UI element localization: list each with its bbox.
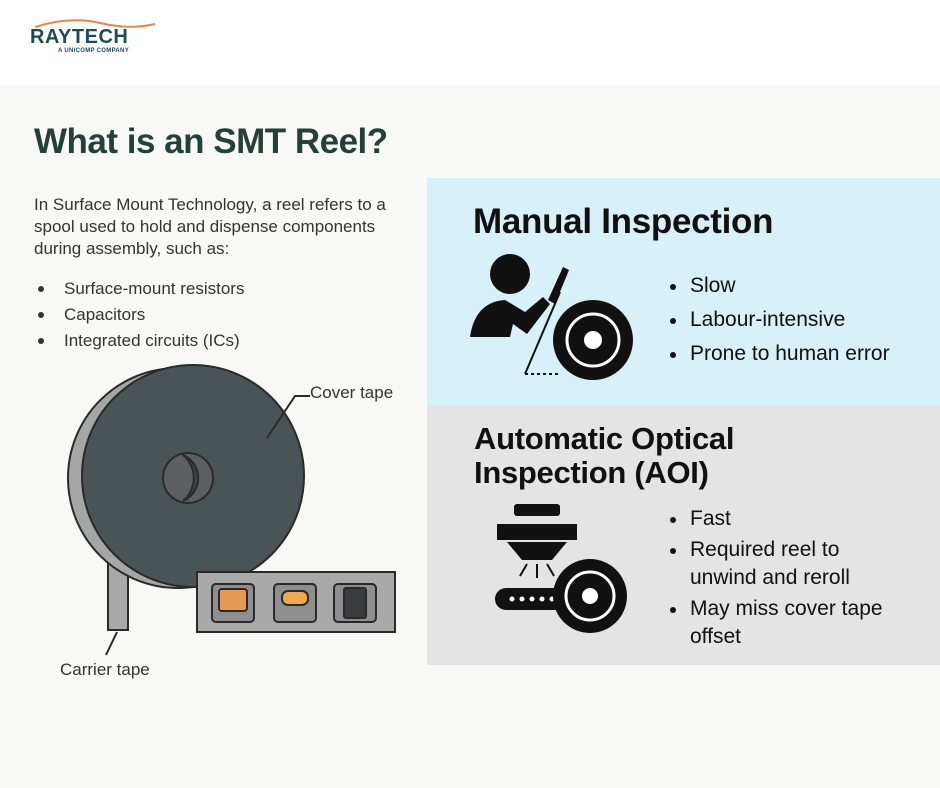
carrier-tape-label: Carrier tape	[60, 660, 150, 679]
point-label: Slow	[690, 274, 736, 297]
aoi-machine-icon	[495, 504, 627, 633]
reel-hub	[162, 452, 214, 504]
page-title: What is an SMT Reel?	[34, 122, 388, 161]
bullet-icon	[670, 548, 676, 554]
logo-swoosh-icon	[34, 19, 156, 28]
cover-tape-label: Cover tape	[310, 383, 394, 402]
raytech-logo: RAYTECH A UNICOMP COMPANY	[30, 18, 160, 58]
capacitor-icon	[281, 590, 309, 606]
list-item-label: Surface-mount resistors	[64, 279, 245, 298]
point-label: Labour-intensive	[690, 308, 846, 331]
list-item: Required reel to unwind and reroll	[670, 536, 910, 592]
point-label: Prone to human error	[690, 342, 890, 365]
manual-points: Slow Labour-intensive Prone to human err…	[670, 272, 890, 368]
manual-inspector-icon	[470, 254, 633, 380]
list-item: Surface-mount resistors	[38, 276, 244, 302]
list-item: Labour-intensive	[670, 306, 890, 334]
aoi-title-line: Inspection (AOI)	[474, 455, 709, 490]
point-label: May miss cover tape offset	[690, 597, 883, 648]
bullet-icon	[670, 352, 676, 358]
point-label: Fast	[690, 507, 731, 530]
list-item: Capacitors	[38, 302, 244, 328]
bullet-icon	[670, 318, 676, 324]
aoi-points: Fast Required reel to unwind and reroll …	[670, 505, 920, 651]
point-label: Required reel to unwind and reroll	[690, 538, 850, 589]
bullet-icon	[38, 286, 44, 292]
resistor-icon	[218, 588, 248, 612]
list-item: Prone to human error	[670, 340, 890, 368]
logo-tagline: A UNICOMP COMPANY	[58, 48, 129, 54]
smt-reel-illustration	[67, 364, 396, 656]
list-item: Fast	[670, 505, 920, 533]
bullet-icon	[670, 517, 676, 523]
list-item-label: Integrated circuits (ICs)	[64, 331, 240, 350]
bullet-icon	[670, 284, 676, 290]
aoi-title-line: Automatic Optical	[474, 421, 735, 456]
list-item: May miss cover tape offset	[670, 595, 920, 651]
aoi-title: Automatic Optical Inspection (AOI)	[474, 422, 734, 490]
manual-inspection-title: Manual Inspection	[473, 202, 774, 241]
list-item: Slow	[670, 272, 890, 300]
bullet-icon	[670, 607, 676, 613]
component-list: Surface-mount resistors Capacitors Integ…	[38, 276, 244, 354]
ic-chip-icon	[343, 587, 367, 619]
list-item: Integrated circuits (ICs)	[38, 328, 244, 354]
bullet-icon	[38, 338, 44, 344]
bullet-icon	[38, 312, 44, 318]
description: In Surface Mount Technology, a reel refe…	[34, 195, 386, 258]
logo-name: RAYTECH	[30, 26, 129, 48]
list-item-label: Capacitors	[64, 305, 146, 324]
